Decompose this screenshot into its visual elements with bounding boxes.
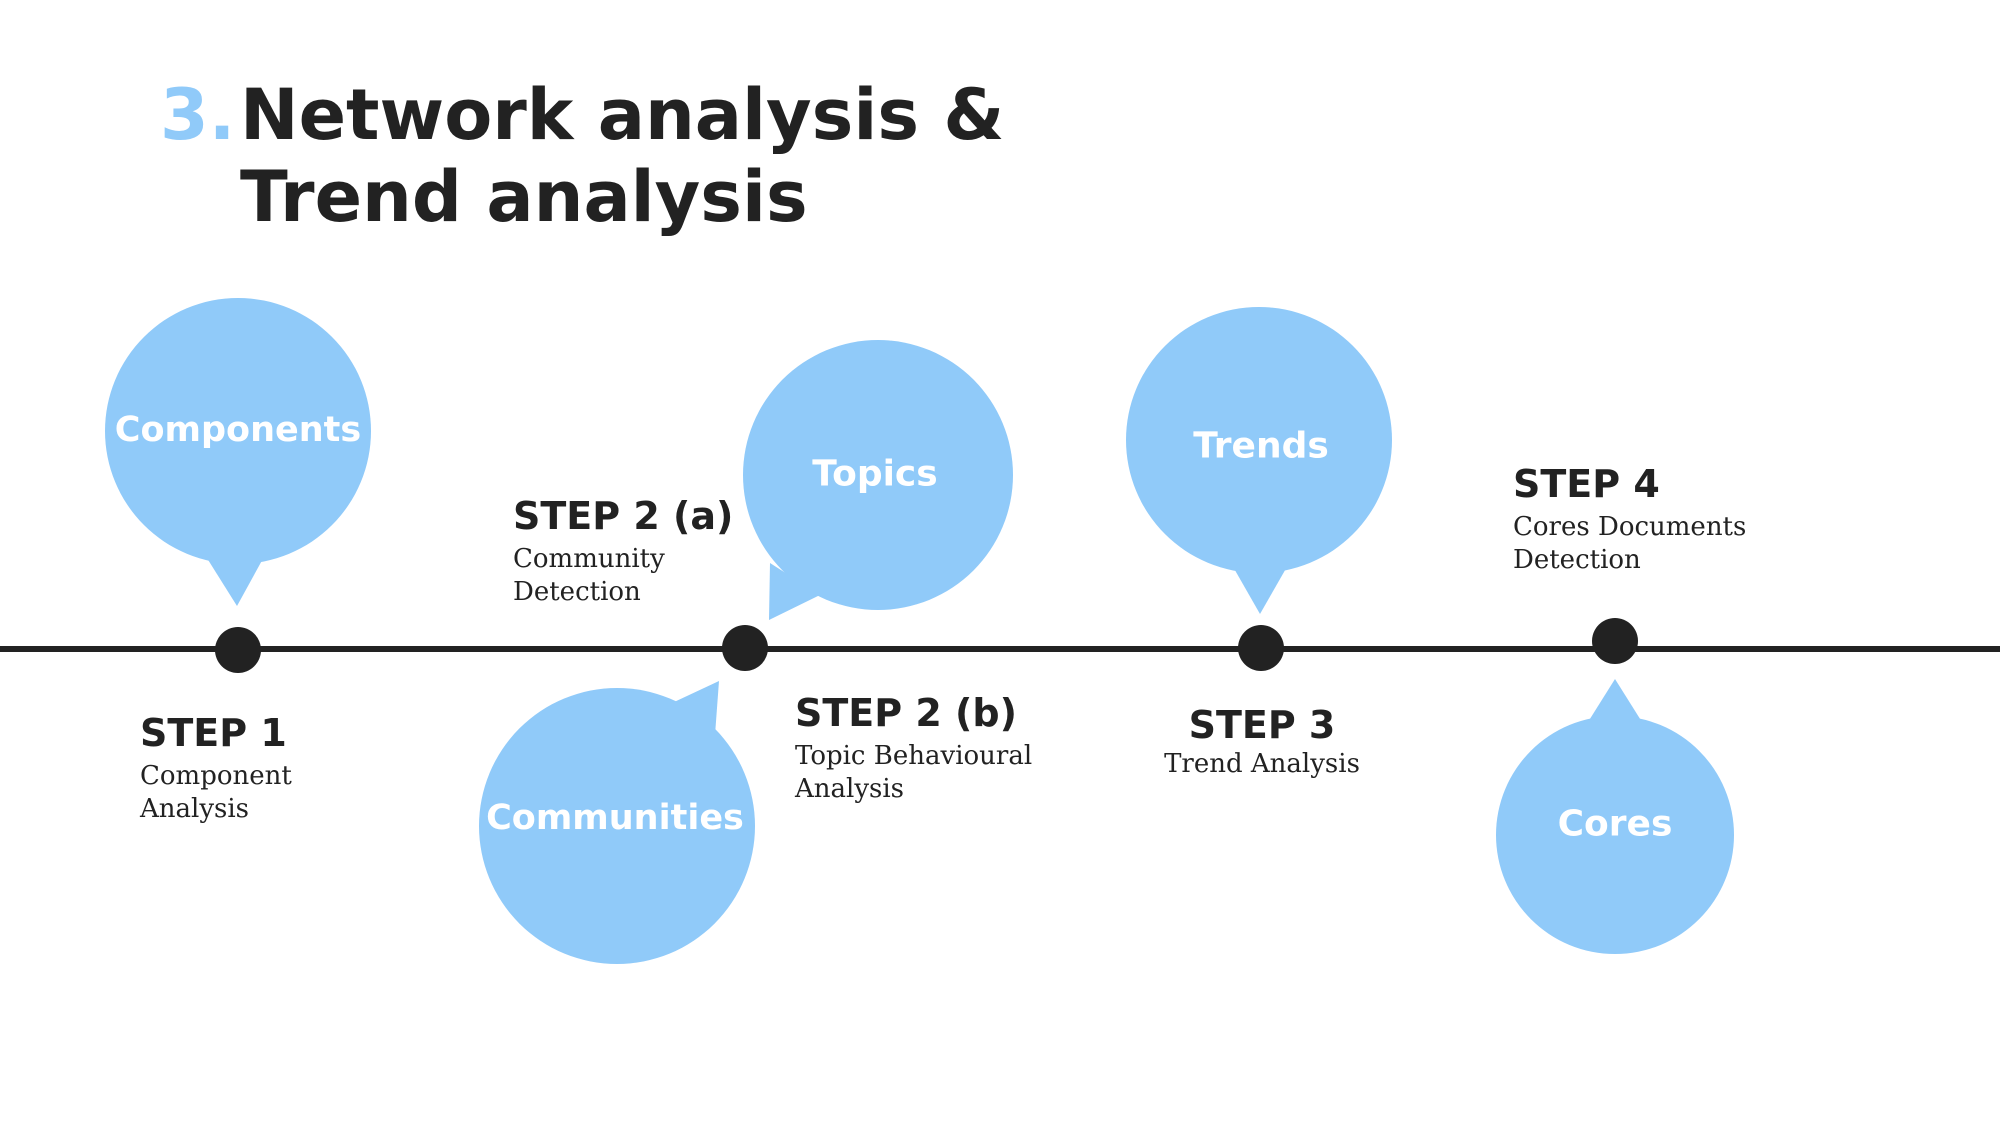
bubble-trends bbox=[1126, 307, 1392, 614]
bubble-label-trends: Trends bbox=[1193, 425, 1329, 467]
step-4-desc-line-2: Detection bbox=[1513, 545, 1641, 575]
step-4-desc-line-1: Cores Documents bbox=[1513, 512, 1747, 542]
step-2b-desc-line-1: Topic Behavioural bbox=[795, 741, 1033, 771]
timeline-node-1 bbox=[215, 627, 261, 673]
bubble-label-topics: Topics bbox=[812, 453, 938, 495]
step-2a-desc-line-2: Detection bbox=[513, 577, 641, 607]
step-2b-desc-line-2: Analysis bbox=[795, 774, 905, 804]
bubble-topics bbox=[743, 340, 1013, 620]
step-1: STEP 1 Component Analysis bbox=[140, 710, 292, 826]
title-number: 3. bbox=[160, 74, 236, 156]
step-2a: STEP 2 (a) Community Detection bbox=[513, 493, 733, 609]
step-1-desc-line-2: Analysis bbox=[140, 794, 250, 824]
step-3-desc-line-1: Trend Analysis bbox=[1164, 749, 1360, 779]
step-4: STEP 4 Cores Documents Detection bbox=[1513, 461, 1746, 577]
timeline-node-2 bbox=[722, 625, 768, 671]
step-2a-desc-line-1: Community bbox=[513, 544, 665, 574]
title-line-2: Trend analysis bbox=[240, 156, 808, 238]
step-2b: STEP 2 (b) Topic Behavioural Analysis bbox=[795, 690, 1032, 806]
bubble-cores bbox=[1496, 679, 1734, 954]
bubble-label-cores: Cores bbox=[1557, 803, 1673, 845]
title-line-1: Network analysis & bbox=[240, 74, 1005, 156]
step-2a-title: STEP 2 (a) bbox=[513, 494, 734, 538]
bubble-components bbox=[105, 298, 371, 606]
step-2b-title: STEP 2 (b) bbox=[795, 691, 1017, 735]
step-1-desc-line-1: Component bbox=[140, 761, 292, 791]
step-4-title: STEP 4 bbox=[1513, 462, 1660, 506]
step-1-title: STEP 1 bbox=[140, 711, 287, 755]
step-3: STEP 3 Trend Analysis bbox=[1162, 702, 1362, 781]
bubble-label-components: Components bbox=[114, 410, 362, 450]
bubble-communities bbox=[479, 681, 755, 964]
timeline-node-3 bbox=[1238, 625, 1284, 671]
timeline-node-4 bbox=[1592, 618, 1638, 664]
bubble-label-communities: Communities bbox=[486, 798, 744, 838]
step-3-title: STEP 3 bbox=[1188, 703, 1336, 747]
